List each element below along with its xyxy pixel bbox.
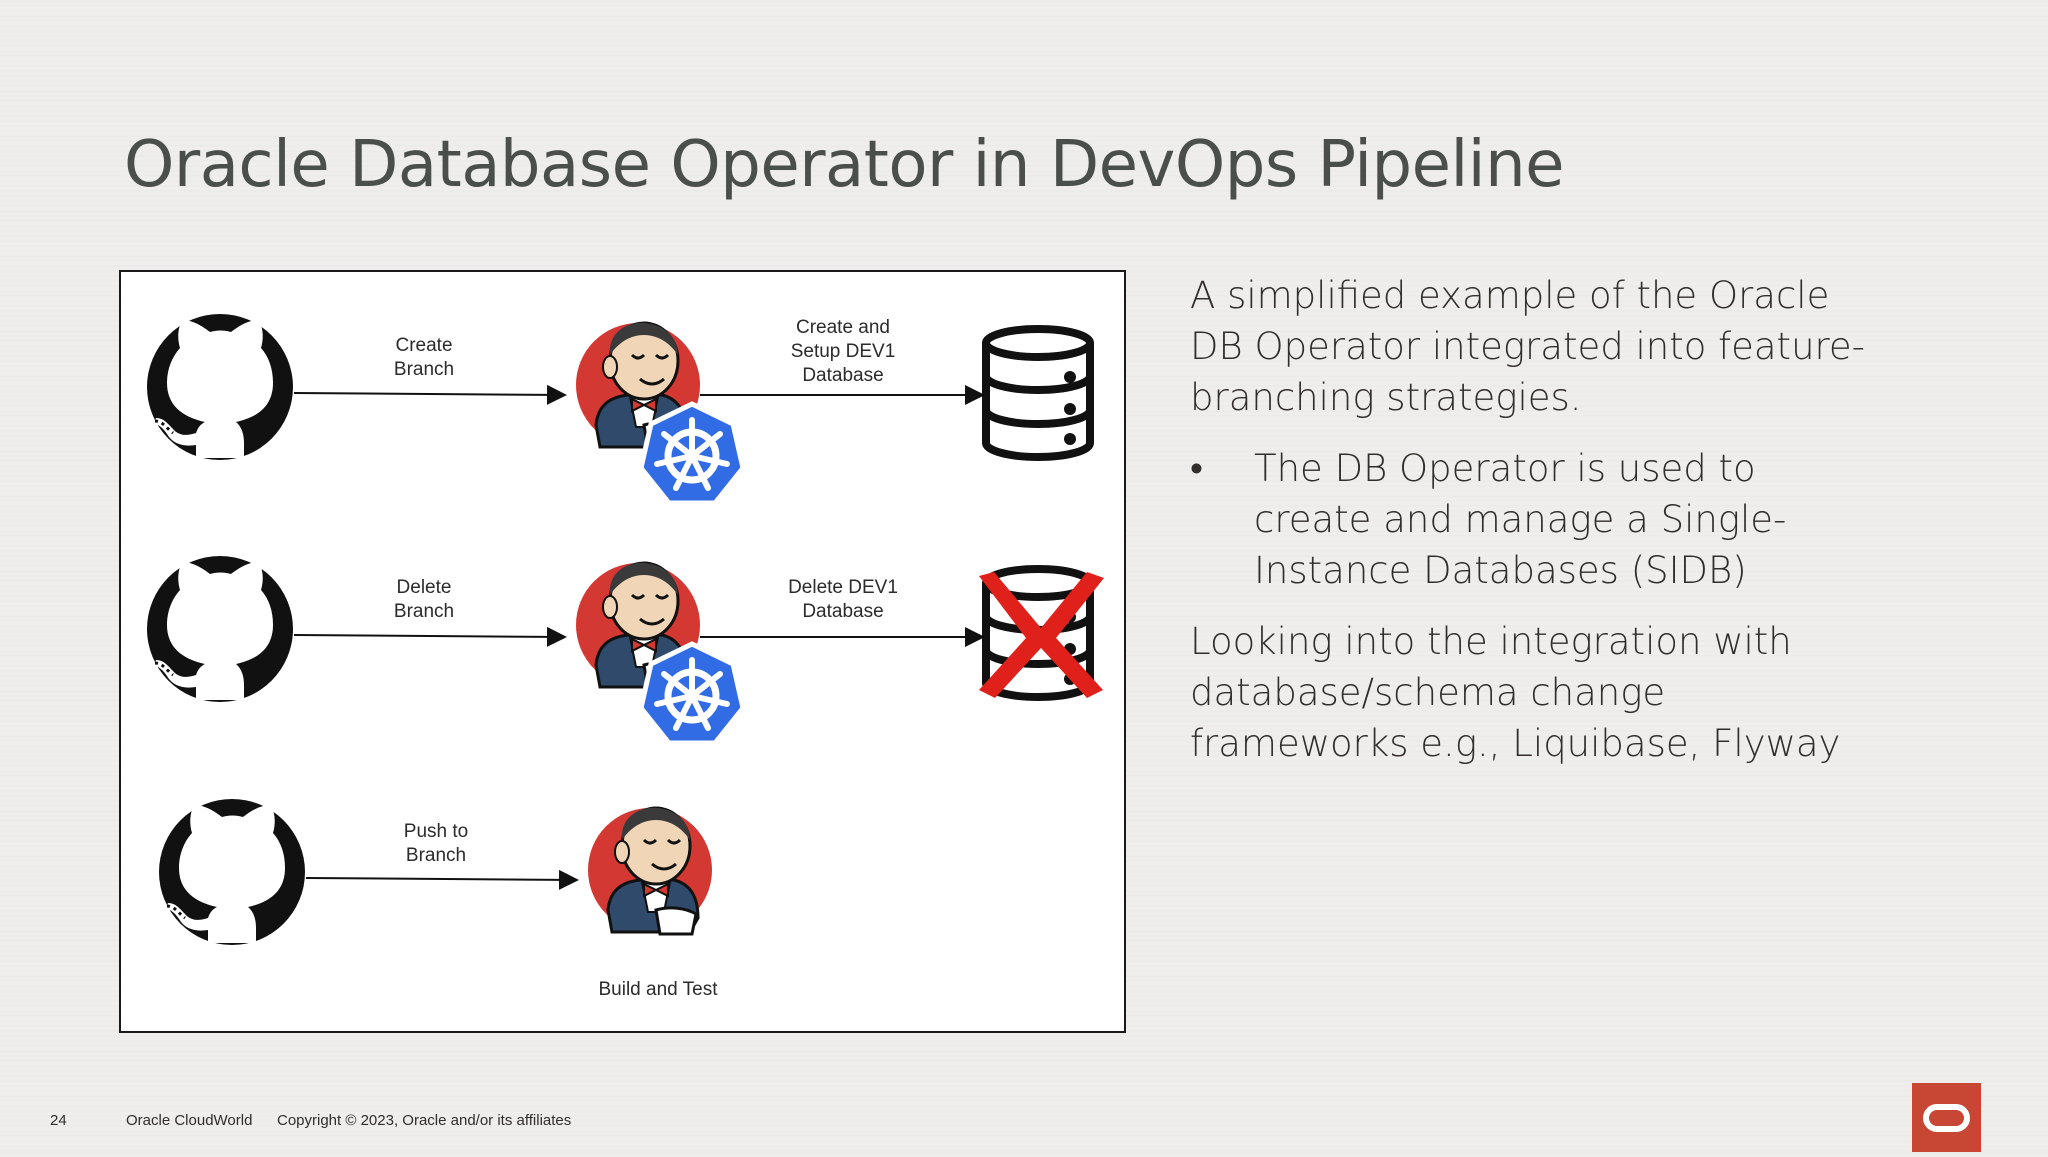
build-and-test-label: Build and Test bbox=[598, 979, 718, 1000]
slide-title: Oracle Database Operator in DevOps Pipel… bbox=[124, 128, 1565, 202]
arrow-push-branch bbox=[305, 869, 579, 890]
integration-paragraph: Looking into the integration with databa… bbox=[1190, 620, 1841, 765]
bullet-marker: • bbox=[1190, 447, 1203, 490]
footer-brand: Oracle CloudWorld bbox=[126, 1112, 253, 1129]
arrow-delete-branch bbox=[293, 626, 567, 647]
bullet-item: • The DB Operator is used to create and … bbox=[1190, 443, 1870, 596]
github-icon bbox=[157, 797, 307, 947]
bullet-text: The DB Operator is used to create and ma… bbox=[1254, 447, 1787, 592]
github-icon bbox=[145, 554, 295, 704]
kubernetes-icon bbox=[641, 644, 743, 743]
jenkins-icon bbox=[586, 806, 714, 936]
slide-body-text: A simplified example of the Oracle DB Op… bbox=[1190, 270, 1870, 789]
kubernetes-icon bbox=[641, 404, 743, 503]
footer-copyright: Copyright © 2023, Oracle and/or its affi… bbox=[277, 1112, 572, 1129]
arrow-create-branch bbox=[293, 384, 567, 405]
page-number: 24 bbox=[50, 1112, 67, 1129]
intro-paragraph: A simplified example of the Oracle DB Op… bbox=[1190, 274, 1866, 419]
pipeline-diagram-graphics bbox=[145, 312, 1104, 947]
oracle-logo-icon bbox=[1912, 1083, 1981, 1152]
github-icon bbox=[145, 312, 295, 462]
database-icon bbox=[986, 329, 1090, 457]
delete-x-icon bbox=[979, 572, 1104, 698]
